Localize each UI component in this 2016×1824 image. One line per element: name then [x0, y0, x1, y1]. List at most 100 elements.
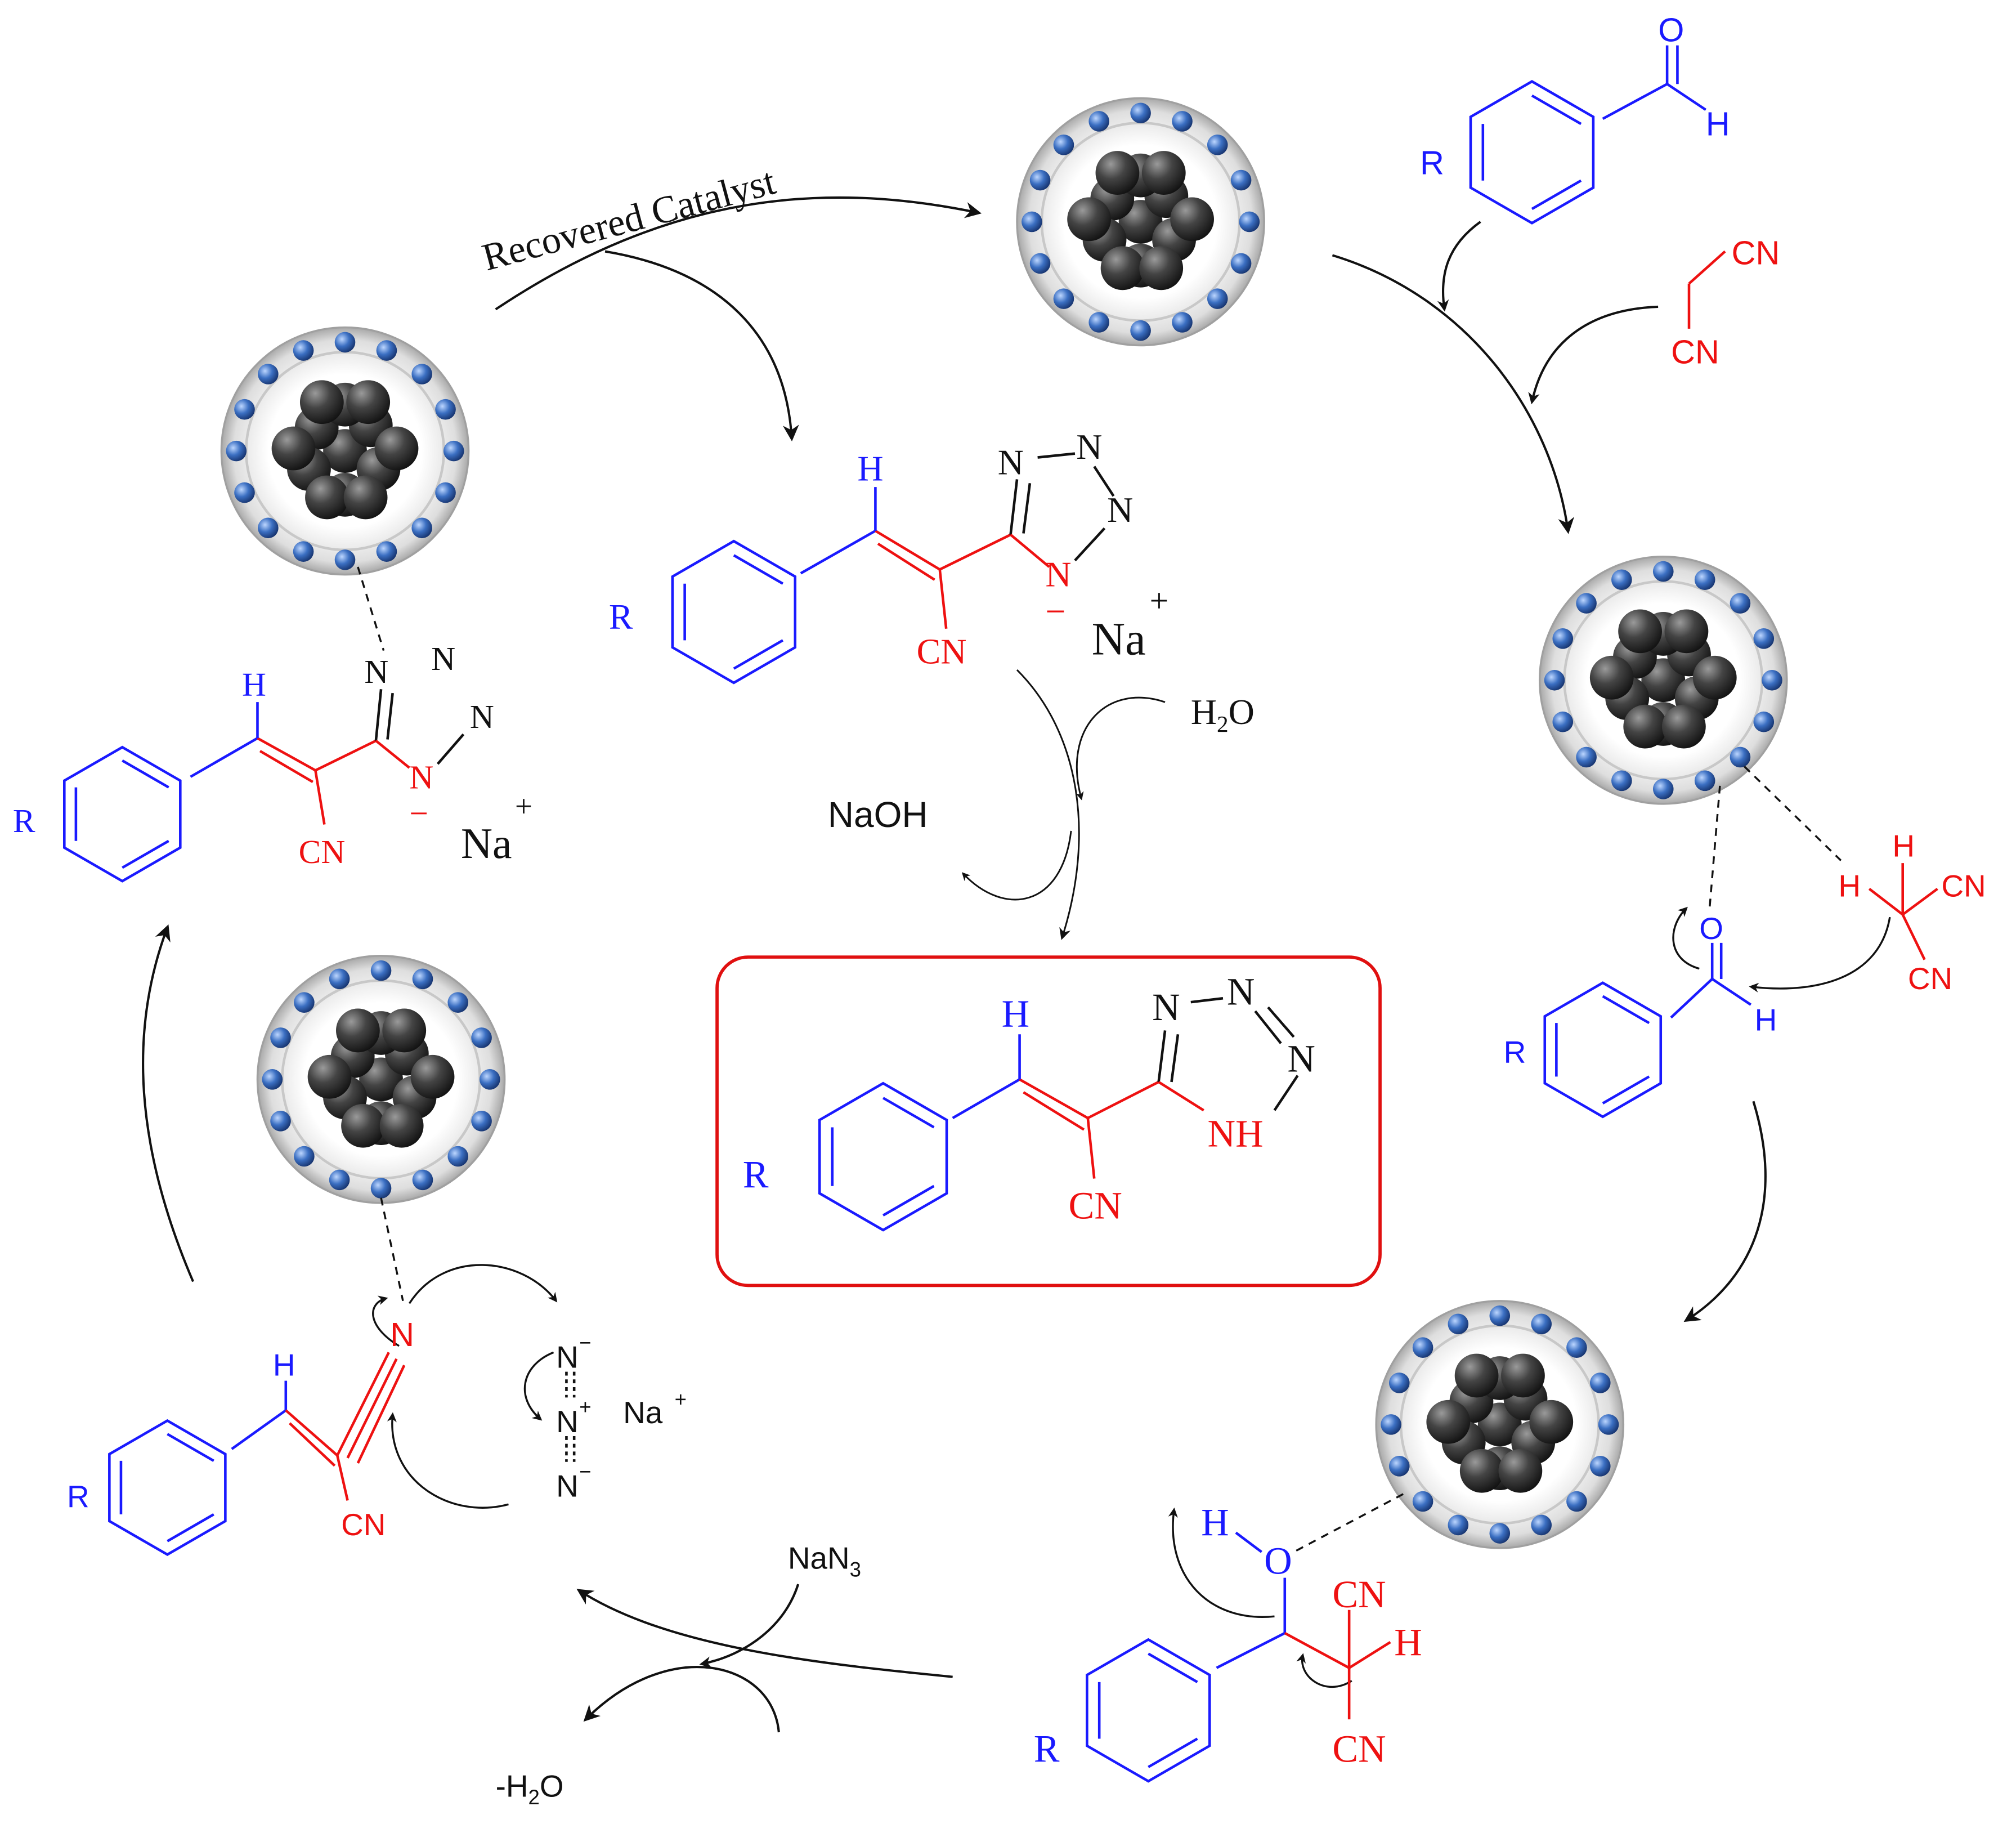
atom-left-n2: N: [431, 640, 455, 677]
catalyst-bead: [329, 1169, 350, 1191]
atom-product-r: R: [743, 1153, 769, 1196]
catalyst-bead: [411, 517, 432, 539]
catalyst-bead: [1652, 561, 1674, 582]
catalyst-bead: [370, 1178, 392, 1199]
label-minus-water: -H2O: [496, 1768, 564, 1809]
charge-azide-n1: −: [579, 1331, 591, 1354]
atom-malono-cn2: CN: [1671, 333, 1719, 371]
atom-left-n4: N: [409, 758, 433, 795]
label-water-h: H: [1191, 692, 1217, 732]
arrow-malononitrile-in: [1528, 305, 1659, 405]
product-frame: [715, 955, 1382, 1287]
atom-top-n1: N: [998, 442, 1024, 482]
catalyst-core-sphere: [1664, 609, 1709, 654]
dash-catalyst-to-o: [1708, 785, 1721, 909]
atom-aldehyde-h: H: [1706, 105, 1730, 143]
benzene-ring: [1543, 981, 1663, 1119]
catalyst-bead: [258, 364, 279, 385]
catalyst-bead: [294, 992, 315, 1013]
molecule-left-nitrile: [231, 1352, 576, 1501]
catalyst-bead: [1611, 569, 1632, 591]
label-water: H2O: [1191, 692, 1255, 737]
catalyst-bead: [334, 332, 356, 353]
arrow-hydrolysis: [1016, 669, 1080, 940]
benzene-double-bond: [882, 1184, 935, 1217]
dash-catalyst-to-oh: [1293, 1493, 1404, 1553]
catalyst-core-sphere: [410, 1054, 455, 1099]
atom-top-cn: CN: [917, 632, 967, 672]
catalyst-bead: [479, 1069, 500, 1090]
catalyst-core-sphere: [1623, 704, 1668, 749]
atom-aldehyde-r: R: [1420, 144, 1444, 181]
benzene-double-bond: [1148, 1652, 1198, 1683]
benzene-ring: [818, 1081, 948, 1232]
benzene-rings: [63, 80, 1663, 1783]
catalyst-bead: [262, 1069, 283, 1090]
arrow-top-to-right: [1332, 254, 1575, 534]
benzene-double-bond: [167, 1433, 214, 1462]
catalyst-bead: [1489, 1305, 1511, 1326]
catalyst-bead: [1753, 711, 1775, 732]
catalyst-bead: [258, 517, 279, 539]
catalyst-core-sphere: [299, 380, 344, 424]
dash-catalyst-to-n: [380, 1197, 404, 1302]
catalyst-core-sphere: [343, 475, 388, 520]
catalyst-bead: [1531, 1313, 1552, 1335]
catalyst-bead: [1053, 135, 1074, 155]
curly-arrow-oh-leave: [1168, 1507, 1275, 1618]
atom-bottom-cn1: CN: [1332, 1573, 1386, 1616]
arrow-right-to-bottom: [1683, 1101, 1767, 1322]
catalyst-top: [1016, 97, 1265, 347]
arrow-water-in: [1076, 696, 1166, 801]
benzene-double-bond: [122, 839, 169, 869]
label-nan3-main: NaN: [788, 1541, 850, 1576]
catalyst-bead: [293, 340, 314, 361]
molecule-top-tetrazolate: [800, 452, 1115, 629]
catalyst-bead: [1022, 211, 1042, 233]
atom-top-n2: N: [1076, 427, 1102, 467]
atom-nitrile-cn: CN: [341, 1507, 386, 1542]
catalyst-bead: [1412, 1337, 1433, 1358]
dashed-interactions: [357, 566, 1842, 1553]
charge-left-minus: −: [409, 794, 428, 831]
catalyst-bead: [412, 968, 433, 990]
atom-product-cn: CN: [1069, 1184, 1122, 1227]
catalyst-bead: [412, 1169, 433, 1191]
catalyst-bead: [1598, 1414, 1619, 1435]
label-naoh: NaOH: [828, 794, 928, 835]
atom-product-h: H: [1002, 993, 1030, 1035]
catalyst-bead: [329, 968, 350, 990]
atom-top-n4: N: [1045, 554, 1071, 594]
curly-arrow-ch-elim: [1296, 1653, 1352, 1688]
catalyst-core-sphere: [1454, 1353, 1499, 1398]
atom-top-na: Na: [1092, 614, 1146, 665]
atom-azide-n2: N: [556, 1404, 579, 1439]
catalyst-bead: [1566, 1491, 1587, 1512]
molecule-aldehyde: [1602, 45, 1707, 120]
catalyst-left-top: [220, 326, 470, 576]
atom-azide-n1: N: [556, 1340, 579, 1375]
benzene-double-bond: [1602, 1075, 1650, 1105]
label-nan3: NaN3: [788, 1541, 861, 1581]
atom-bottom-cn2: CN: [1332, 1728, 1386, 1771]
atom-left-na: Na: [461, 819, 512, 868]
atom-aldehyde-o: O: [1658, 11, 1684, 49]
catalyst-bead: [234, 399, 255, 420]
catalyst-core-sphere: [1589, 655, 1634, 700]
label-minus-water-sub: 2: [528, 1786, 540, 1809]
catalyst-core-sphere: [1067, 197, 1111, 242]
atom-product-nh: NH: [1208, 1112, 1264, 1155]
catalyst-core-sphere: [1529, 1400, 1574, 1444]
catalyst-bead: [1053, 288, 1074, 309]
catalyst-bead: [1172, 111, 1193, 132]
atom-top-h: H: [857, 449, 883, 489]
atom-right-h: H: [1755, 1002, 1777, 1037]
catalyst-core-sphere: [1692, 655, 1737, 700]
catalyst-bead: [334, 549, 356, 570]
benzene-double-bond: [733, 554, 784, 585]
catalyst-bead: [270, 1027, 291, 1048]
atom-product-n1: N: [1152, 986, 1180, 1029]
benzene-double-bond: [1602, 995, 1650, 1025]
atom-nitrile-h: H: [273, 1347, 295, 1382]
